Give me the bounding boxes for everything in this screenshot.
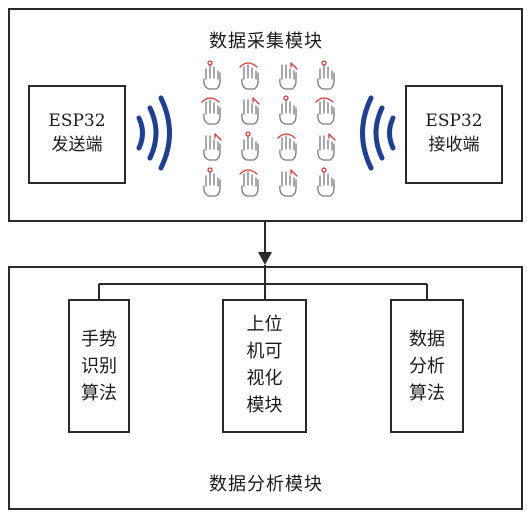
data-analysis-algo-label: 数据 分析 算法 xyxy=(390,326,464,407)
algo-line2: 分析 xyxy=(409,356,445,377)
data-collection-title: 数据采集模块 xyxy=(209,31,323,52)
esp32-sender-box xyxy=(28,85,126,184)
hand-gesture-icon xyxy=(315,97,335,125)
hand-gesture-icon xyxy=(317,60,335,90)
hand-gesture-icon xyxy=(241,97,260,125)
hand-gesture-icon xyxy=(239,169,259,197)
hand-gesture-icon xyxy=(239,62,259,90)
esp32-receiver-label: ESP32 接收端 xyxy=(405,109,503,157)
wifi-wave-icon xyxy=(360,95,396,171)
host-line2: 机可 xyxy=(246,341,283,362)
data-analysis-algo-box xyxy=(390,299,464,433)
esp32-sender-line1: ESP32 xyxy=(48,111,106,131)
hand-gesture-icon xyxy=(317,133,336,161)
gesture-line2: 识别 xyxy=(81,356,117,377)
esp32-sender-label: ESP32 发送端 xyxy=(28,109,126,157)
esp32-receiver-box xyxy=(405,85,503,184)
host-visualization-label: 上位 机可 视化 模块 xyxy=(222,311,307,419)
gesture-line3: 算法 xyxy=(81,383,117,404)
host-line4: 模块 xyxy=(246,395,283,416)
esp32-sender-line2: 发送端 xyxy=(51,135,103,155)
algo-line1: 数据 xyxy=(409,329,445,350)
host-line1: 上位 xyxy=(246,314,283,335)
data-analysis-title: 数据分析模块 xyxy=(209,474,323,495)
hand-gesture-icon xyxy=(203,133,222,161)
connector-arrow-head xyxy=(258,252,272,265)
hand-gesture-icon xyxy=(279,62,298,90)
hand-gesture-icon xyxy=(279,169,298,197)
host-visualization-box xyxy=(222,299,307,433)
esp32-receiver-line1: ESP32 xyxy=(425,111,483,131)
gesture-recognition-label: 手势 识别 算法 xyxy=(68,326,130,407)
hand-gesture-icon xyxy=(203,60,221,90)
gesture-recognition-box xyxy=(68,299,130,433)
wifi-wave-icon xyxy=(136,95,172,171)
hand-gesture-icon xyxy=(317,167,335,197)
hand-gesture-icon xyxy=(203,167,221,197)
hand-gesture-icon xyxy=(241,131,259,161)
host-line3: 视化 xyxy=(246,368,283,389)
hand-gesture-icon xyxy=(279,95,297,125)
gesture-line1: 手势 xyxy=(81,329,117,350)
algo-line3: 算法 xyxy=(409,383,445,404)
hand-gesture-icon xyxy=(277,133,297,161)
hand-gestures-grid xyxy=(201,60,336,197)
esp32-receiver-line2: 接收端 xyxy=(428,135,480,155)
hand-gesture-icon xyxy=(201,97,221,125)
